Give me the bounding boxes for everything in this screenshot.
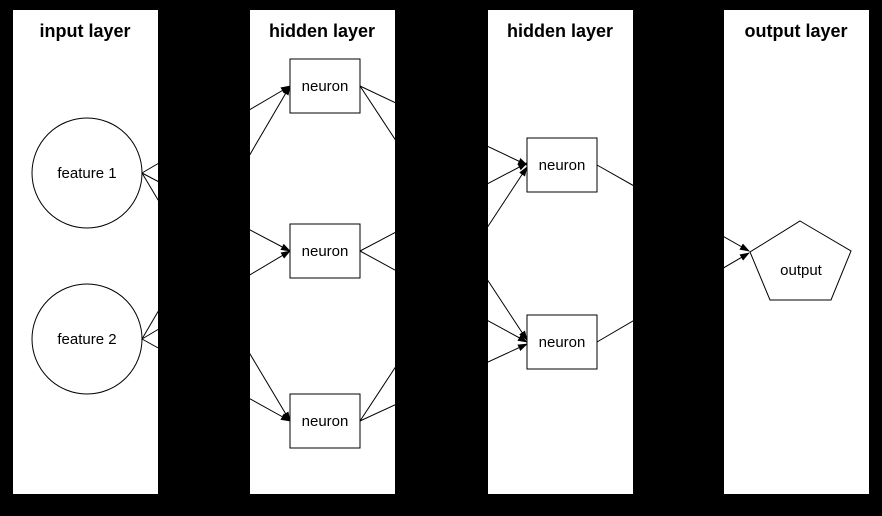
h1n3-label: neuron [302, 413, 349, 430]
output-layer-title: output layer [744, 21, 847, 41]
node-feature2: feature 2 [31, 283, 143, 395]
node-h1n2: neuron [289, 223, 361, 279]
node-h2n1: neuron [526, 137, 598, 193]
hidden-layer-1-title: hidden layer [269, 21, 375, 41]
feature1-circle [31, 117, 143, 229]
node-h1n3: neuron [289, 393, 361, 449]
h1n2-box [289, 223, 361, 279]
feature2-circle [31, 283, 143, 395]
node-h1n1: neuron [289, 58, 361, 114]
node-h2n2: neuron [526, 314, 598, 370]
h1n1-label: neuron [302, 78, 349, 95]
h2n2-label: neuron [539, 334, 586, 351]
output-pentagon [749, 220, 852, 301]
h1n1-box [289, 58, 361, 114]
h2n1-label: neuron [539, 157, 586, 174]
panel-input-layer [13, 10, 158, 494]
node-output: output [749, 220, 852, 301]
h2n2-box [526, 314, 598, 370]
output-label: output [780, 262, 823, 279]
h1n2-label: neuron [302, 243, 349, 260]
feature2-label: feature 2 [57, 331, 116, 348]
node-feature1: feature 1 [31, 117, 143, 229]
panel-hidden-layer-2 [488, 10, 633, 494]
h1n3-box [289, 393, 361, 449]
hidden-layer-2-title: hidden layer [507, 21, 613, 41]
feature1-label: feature 1 [57, 165, 116, 182]
input-layer-title: input layer [39, 21, 130, 41]
h2n1-box [526, 137, 598, 193]
